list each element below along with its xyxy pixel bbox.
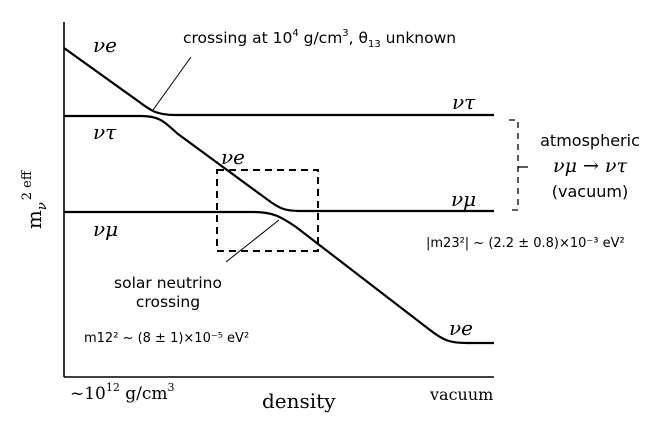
nu-e-topleft-label: νe <box>93 33 117 57</box>
atmospheric-transition: νμ → ντ <box>553 155 627 177</box>
solar-crossing-label: crossing <box>136 293 200 311</box>
solar-label: solar neutrino <box>114 274 222 292</box>
m23-annotation: |m23²| ~ (2.2 ± 0.8)×10⁻³ eV² <box>426 236 625 251</box>
nu-tau-curve <box>64 114 494 213</box>
upper-crossing-annotation: crossing at 104 g/cm3, θ13 unknown <box>183 28 456 50</box>
m12-annotation: m12² ~ (8 ± 1)×10⁻⁵ eV² <box>84 331 249 346</box>
nu-mu-left-label: νμ <box>93 217 118 241</box>
solar-crossing-leader <box>225 219 280 263</box>
nu-mu-curve <box>64 210 494 345</box>
atmospheric-label: atmospheric <box>540 131 640 150</box>
x-axis-label: density <box>262 389 336 413</box>
nu-tau-right-label: ντ <box>452 90 476 114</box>
nu-e-right-label: νe <box>449 316 473 340</box>
atmospheric-vacuum: (vacuum) <box>552 182 628 201</box>
solar-crossing-box <box>216 169 319 252</box>
atmospheric-bracket <box>509 119 519 211</box>
y-axis-label: mν2 eff <box>20 169 50 229</box>
x-axis-left-label: ~1012 g/cm3 <box>70 381 175 404</box>
svg-text:mν2 eff: mν2 eff <box>20 169 50 229</box>
nu-e-mid-label: νe <box>221 145 245 169</box>
nu-mu-right-label: νμ <box>451 187 476 211</box>
nu-tau-left-label: ντ <box>93 120 117 144</box>
x-axis-right-label: vacuum <box>429 385 493 404</box>
upper-crossing-leader <box>152 56 192 111</box>
nu-e-curve <box>63 47 494 117</box>
